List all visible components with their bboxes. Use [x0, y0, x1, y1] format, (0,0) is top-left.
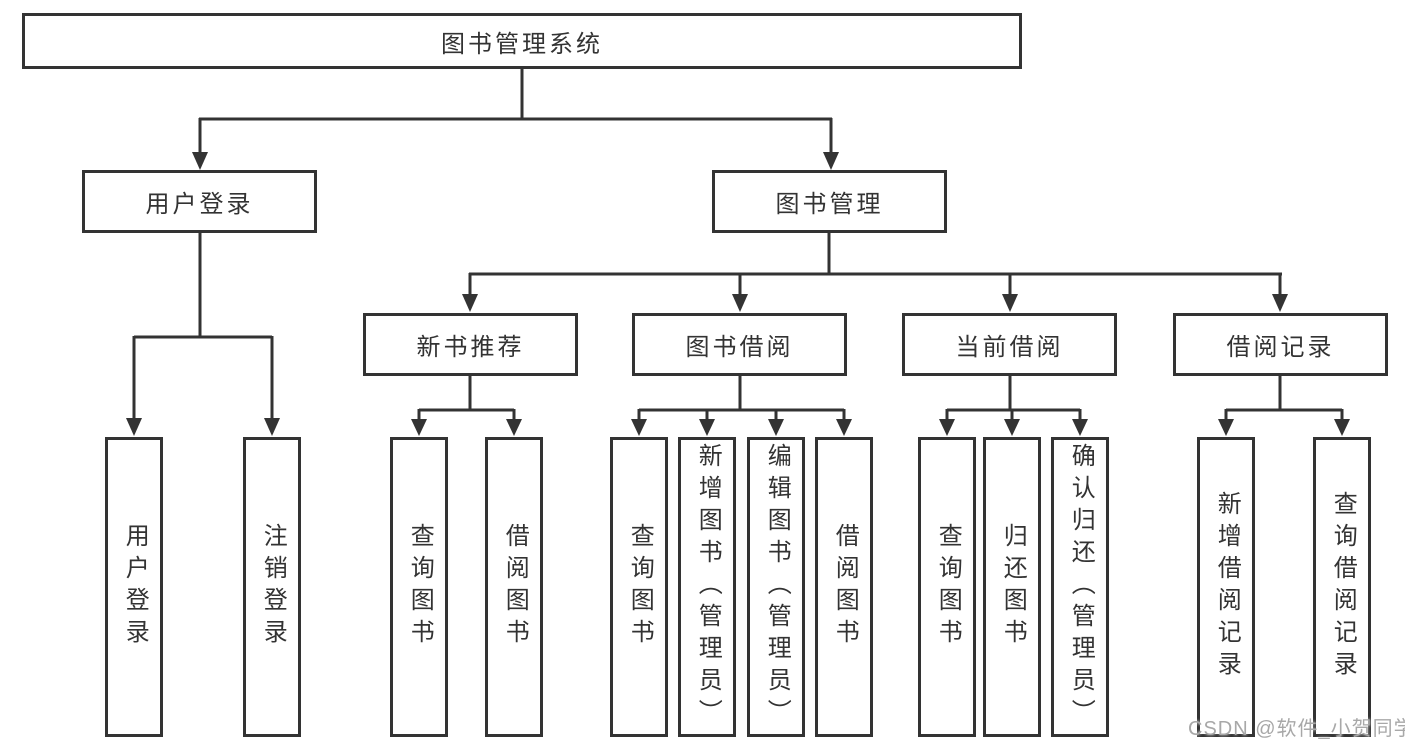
- leaf-query-books-current: 查询图书: [918, 437, 976, 737]
- csdn-watermark: CSDN @软件_小贺同学: [1188, 718, 1405, 740]
- leaf-confirm-return-admin: 确认归还（管理员）: [1051, 437, 1109, 737]
- leaf-query-books-recommend: 查询图书: [390, 437, 448, 737]
- leaf-add-borrow-record: 新增借阅记录: [1197, 437, 1255, 737]
- node-borrow-records: 借阅记录: [1173, 313, 1388, 376]
- leaf-return-book: 归还图书: [983, 437, 1041, 737]
- leaf-edit-book-admin: 编辑图书（管理员）: [747, 437, 805, 737]
- leaf-query-borrow-record: 查询借阅记录: [1313, 437, 1371, 737]
- node-book-borrow: 图书借阅: [632, 313, 847, 376]
- leaf-borrow-books-recommend: 借阅图书: [485, 437, 543, 737]
- node-user-login: 用户登录: [82, 170, 317, 233]
- node-book-management: 图书管理: [712, 170, 947, 233]
- node-current-borrow: 当前借阅: [902, 313, 1117, 376]
- leaf-borrow-books: 借阅图书: [815, 437, 873, 737]
- leaf-query-books-borrow: 查询图书: [610, 437, 668, 737]
- node-root: 图书管理系统: [22, 13, 1022, 69]
- leaf-logout: 注销登录: [243, 437, 301, 737]
- leaf-user-login: 用户登录: [105, 437, 163, 737]
- node-new-book-recommend: 新书推荐: [363, 313, 578, 376]
- leaf-add-book-admin: 新增图书（管理员）: [678, 437, 736, 737]
